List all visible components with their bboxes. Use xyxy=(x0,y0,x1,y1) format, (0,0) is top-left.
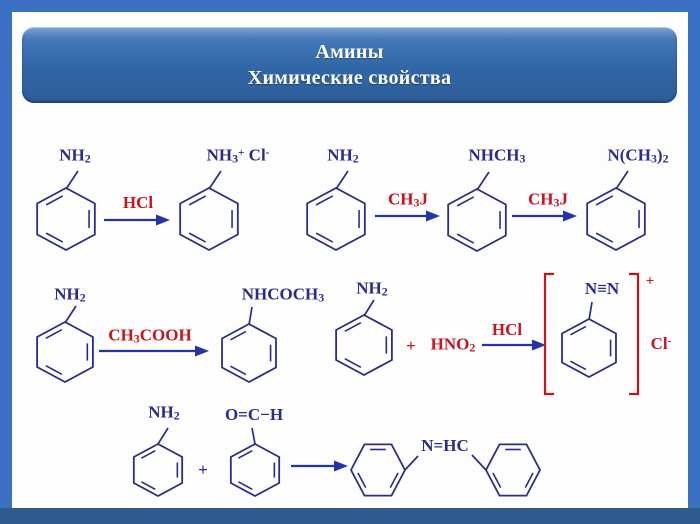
substituent-bond xyxy=(471,454,487,471)
benzene-ring-anilinium-chloride xyxy=(179,170,239,252)
substituent-bond xyxy=(65,170,79,190)
substituent-bond xyxy=(248,306,253,326)
benzene-ring-aniline-3 xyxy=(36,305,94,384)
substituent-bond xyxy=(335,170,349,190)
right-bracket xyxy=(629,272,640,396)
benzene-ring-aniline-2 xyxy=(306,170,366,252)
left-bracket xyxy=(543,272,554,396)
footer-bar xyxy=(0,508,700,524)
benzene-ring-n-methylaniline xyxy=(447,171,507,253)
substituent-bond xyxy=(208,170,222,190)
slide-subtitle: Химические свойства xyxy=(247,67,452,89)
substituent-bond xyxy=(615,170,629,190)
reaction-arrow-ch3cooh xyxy=(99,345,209,357)
substituent-bond xyxy=(476,171,490,191)
substituent-bond xyxy=(157,427,169,445)
benzene-ring-aniline-5 xyxy=(132,427,184,498)
benzene-ring-n-n-dimethylaniline xyxy=(586,170,646,252)
benzene-ring-aniline-4 xyxy=(335,299,393,377)
reaction-arrow-hcl-1 xyxy=(104,214,170,226)
diazonium-brackets xyxy=(543,272,640,396)
benzene-ring-benzaldehyde xyxy=(229,427,281,498)
benzene-ring-benzylideneaniline-ring-left xyxy=(349,443,419,497)
benzene-ring-benzylideneaniline-ring-right xyxy=(471,443,542,497)
benzene-ring-benzenediazonium xyxy=(561,301,617,379)
benzene-ring-aniline-1 xyxy=(36,170,96,252)
reaction-arrow-hcl-2 xyxy=(482,339,546,351)
slide-title: Амины xyxy=(315,41,384,63)
reaction-arrow-unlabeled xyxy=(291,460,348,472)
benzene-ring-acetanilide xyxy=(221,306,277,384)
substituent-bond xyxy=(251,427,256,445)
substituent-bond xyxy=(363,299,375,317)
reaction-arrow-ch3j-2 xyxy=(512,210,577,222)
substituent-bond xyxy=(588,301,593,321)
reaction-arrow-ch3j-1 xyxy=(375,210,440,222)
substituent-bond xyxy=(64,305,77,324)
title-banner: Амины Химические свойства xyxy=(22,27,677,103)
substituent-bond xyxy=(404,455,419,471)
